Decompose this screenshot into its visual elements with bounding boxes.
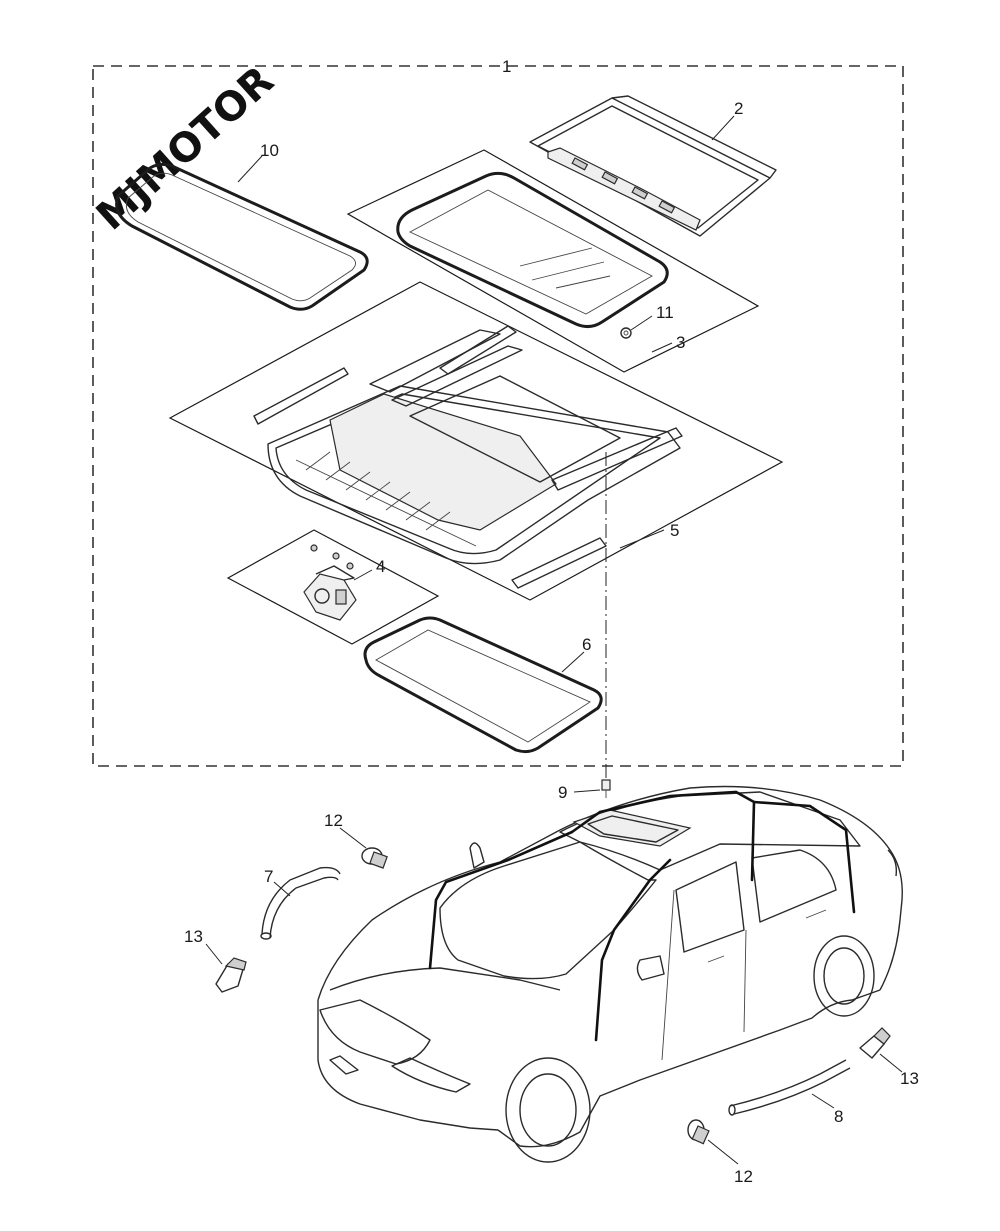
- sunroof-frame-icon: [267, 325, 683, 565]
- sunroof-motor-icon: [303, 544, 357, 621]
- callout-9: 9: [558, 783, 567, 802]
- callout-3: 3: [676, 333, 685, 352]
- assembly-boundary: [92, 65, 904, 767]
- callout-12a: 12: [324, 811, 343, 830]
- callout-13b: 13: [900, 1069, 919, 1088]
- outer-seal-icon: [115, 162, 369, 311]
- leader-7: [273, 881, 291, 897]
- leader-5: [619, 529, 665, 549]
- callout-12b: 12: [734, 1167, 753, 1186]
- leader-13b: [879, 1053, 903, 1073]
- drain-wire-rear: [752, 800, 856, 914]
- callout-11: 11: [656, 303, 674, 322]
- leader-8: [811, 1093, 835, 1109]
- drain-tube-icon-rear: [728, 1059, 851, 1116]
- screw-icon: [601, 779, 611, 798]
- leader-11: [630, 315, 653, 331]
- leader-3: [651, 342, 673, 353]
- callout-1: 1: [502, 57, 511, 76]
- callout-13a: 13: [184, 927, 203, 946]
- nut-icon: [620, 327, 632, 339]
- drain-valve-icon: [215, 957, 247, 993]
- callout-6: 6: [582, 635, 591, 654]
- drain-wire-front: [428, 830, 574, 970]
- callout-4: 4: [376, 557, 385, 576]
- leader-12b: [707, 1139, 739, 1165]
- drain-valve-icon-right: [859, 1027, 891, 1059]
- inner-seal-icon: [363, 616, 603, 754]
- glass-panel-icon: [396, 171, 669, 329]
- leader-10: [237, 155, 263, 183]
- leader-6: [561, 651, 585, 673]
- callout-7: 7: [264, 867, 273, 886]
- callout-5: 5: [670, 521, 679, 540]
- sunshade-panel-icon: [529, 95, 777, 237]
- callout-2: 2: [734, 99, 743, 118]
- motor-plate: [226, 529, 440, 645]
- glass-plate: [346, 149, 760, 373]
- leader-2: [711, 115, 735, 141]
- trim-strip-right: [511, 537, 607, 589]
- hose-clip-icon: [361, 847, 388, 869]
- trim-strip-left: [253, 367, 349, 425]
- frame-plate: [168, 281, 784, 601]
- leader-13a: [205, 943, 223, 965]
- leader-9: [573, 789, 601, 793]
- leader-4: [353, 569, 373, 581]
- car-outline-icon: [317, 785, 903, 1163]
- drain-wire-roof: [570, 790, 756, 882]
- hose-clip-icon-lower: [687, 1119, 710, 1145]
- drain-tube-icon: [260, 866, 341, 940]
- callout-8: 8: [834, 1107, 843, 1126]
- leader-12a: [339, 827, 367, 849]
- drain-wire-a-pillar: [594, 858, 672, 1042]
- callout-10: 10: [260, 141, 279, 160]
